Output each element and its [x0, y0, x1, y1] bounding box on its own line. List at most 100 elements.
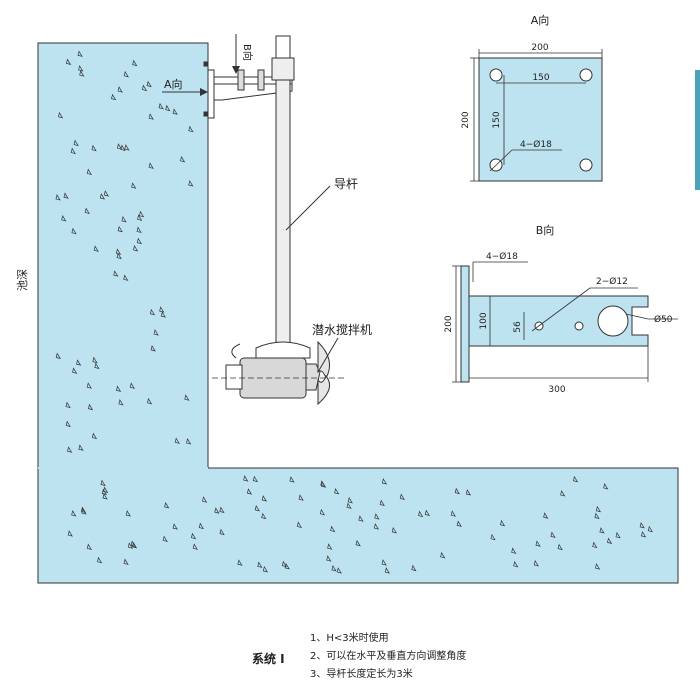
aggregate-mark	[198, 522, 204, 530]
view-b-dim-inner: 100	[479, 312, 489, 329]
aggregate-mark	[533, 559, 539, 567]
guide-rod-leader	[285, 185, 331, 231]
aggregate-mark	[180, 155, 186, 163]
aggregate-mark	[557, 543, 563, 551]
aggregate-mark	[136, 226, 142, 233]
aggregate-mark	[147, 397, 153, 405]
aggregate-mark	[120, 144, 126, 151]
aggregate-mark	[131, 182, 137, 189]
aggregate-mark	[243, 475, 249, 482]
aggregate-mark	[63, 192, 69, 199]
aggregate-mark	[81, 508, 87, 515]
aggregate-mark	[331, 564, 337, 572]
aggregate-mark	[319, 508, 326, 516]
aggregate-mark	[184, 394, 190, 401]
note-item: 3、导杆长度定长为3米	[310, 669, 413, 680]
aggregate-mark	[116, 385, 122, 392]
aggregate-mark	[603, 483, 609, 490]
aggregate-mark	[594, 563, 601, 570]
aggregate-mark	[158, 102, 164, 110]
aggregate-mark	[334, 487, 340, 495]
aggregate-mark	[543, 512, 549, 519]
aggregate-mark	[99, 193, 106, 200]
aggregate-mark	[132, 59, 138, 67]
aggregate-mark	[252, 475, 259, 483]
view-a-dimensions	[470, 49, 603, 182]
aggregate-mark	[148, 113, 154, 120]
mixer-label: 潜水搅拌机	[312, 322, 372, 337]
pool-wall-label: 池深	[16, 269, 29, 291]
note-item: 2、可以在水平及垂直方向调整角度	[310, 651, 467, 662]
aggregate-mark	[373, 523, 380, 530]
aggregate-mark	[261, 495, 267, 502]
aggregate-mark	[72, 367, 78, 374]
aggregate-mark	[172, 108, 178, 115]
system-label: 系统 I	[252, 652, 285, 666]
aggregate-mark	[113, 270, 119, 277]
aggregate-mark	[374, 513, 380, 520]
aggregate-mark	[55, 194, 61, 201]
aggregate-mark	[92, 356, 98, 364]
view-a-dim-inner-v: 150	[492, 111, 502, 128]
aggregate-mark	[124, 144, 130, 151]
aggregate-mark	[76, 359, 82, 366]
aggregate-mark	[125, 510, 131, 517]
view-b-bracket	[460, 265, 649, 383]
aggregate-mark	[117, 86, 123, 93]
guide-rod-label: 导杆	[334, 177, 358, 191]
aggregate-mark	[399, 493, 405, 501]
aggregate-mark	[123, 558, 129, 565]
aggregate-mark	[595, 505, 602, 513]
view-a-holes-label: 4−Ø18	[520, 139, 552, 150]
aggregate-mark	[136, 237, 142, 245]
aggregate-mark	[65, 420, 71, 428]
notes-list: 1、H<3米时使用 2、可以在水平及垂直方向调整角度 3、导杆长度定长为3米	[310, 630, 466, 684]
aggregate-mark	[129, 382, 135, 389]
aggregate-mark	[100, 479, 106, 487]
view-b-dim-height: 200	[444, 315, 454, 332]
aggregate-mark	[162, 535, 168, 543]
aggregate-mark	[379, 499, 385, 507]
aggregate-mark	[102, 493, 108, 500]
edge-accent-tab	[695, 70, 700, 190]
aggregate-mark	[131, 541, 138, 549]
aggregate-mark	[133, 244, 139, 252]
view-b-title: B向	[536, 223, 555, 237]
aggregate-mark	[513, 560, 519, 568]
aggregate-mark	[57, 111, 64, 119]
aggregate-mark	[66, 58, 72, 65]
aggregate-mark	[78, 444, 84, 451]
aggregate-mark	[572, 475, 579, 483]
aggregate-mark	[639, 521, 645, 529]
aggregate-mark	[450, 510, 456, 517]
aggregate-mark	[86, 543, 92, 550]
view-a-dim-inner-h: 150	[532, 73, 549, 83]
aggregate-mark	[192, 543, 198, 550]
aggregate-mark	[123, 274, 129, 281]
aggregate-mark	[141, 84, 148, 92]
mixer-leader	[317, 337, 339, 373]
aggregate-mark	[160, 311, 166, 318]
aggregate-mark	[137, 214, 143, 221]
aggregate-mark	[594, 512, 600, 520]
aggregate-mark	[535, 540, 541, 547]
aggregate-mark	[153, 329, 159, 336]
aggregate-mark	[358, 515, 364, 522]
aggregate-mark	[93, 245, 99, 252]
aggregate-mark	[202, 496, 208, 503]
submersible-mixer	[212, 340, 346, 406]
aggregate-mark	[86, 382, 92, 389]
aggregate-mark	[146, 80, 152, 88]
aggregate-mark	[219, 528, 225, 536]
aggregate-mark	[138, 210, 145, 218]
aggregate-mark	[79, 70, 85, 77]
aggregate-mark	[130, 540, 136, 547]
aggregate-mark	[511, 547, 517, 554]
aggregate-mark	[456, 520, 462, 527]
aggregate-mark	[262, 565, 269, 573]
aggregate-mark	[67, 530, 73, 537]
aggregate-mark	[214, 507, 220, 514]
view-b-arrow-label: B向	[241, 44, 254, 61]
aggregate-mark	[418, 510, 424, 518]
